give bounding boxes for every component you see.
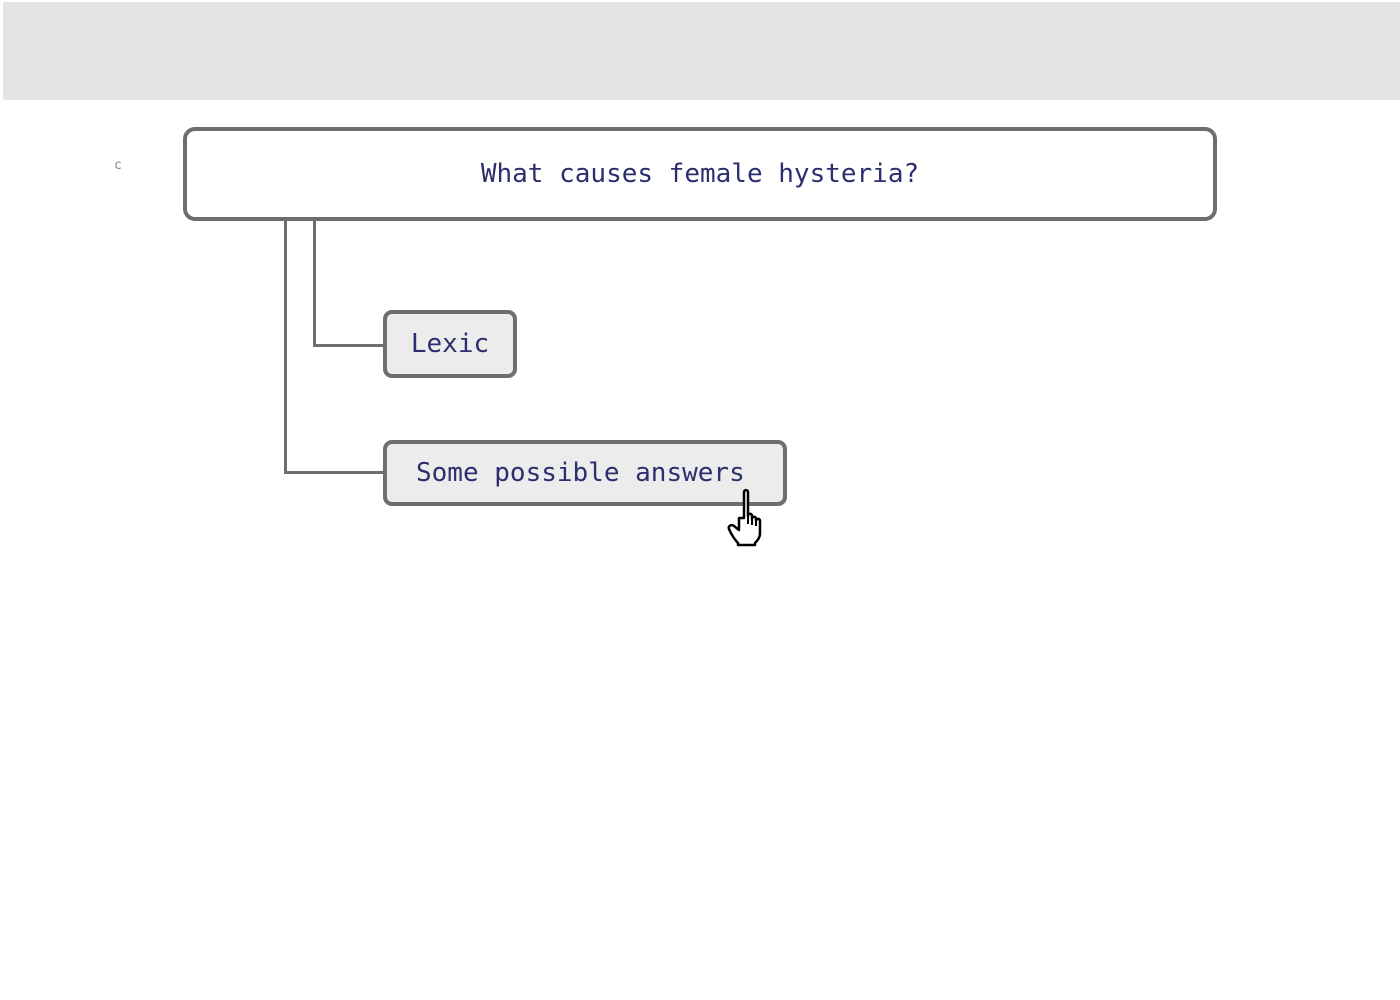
connector-line (284, 471, 385, 474)
child-node-label: Some possible answers (416, 458, 745, 488)
connector-line (313, 219, 316, 347)
child-node-label: Lexic (410, 329, 490, 359)
connector-line (313, 344, 385, 347)
mindmap-child-node-answers[interactable]: Some possible answers (383, 440, 787, 506)
connector-line (284, 219, 287, 474)
side-marker: c (114, 158, 122, 173)
root-node-label: What causes female hysteria? (480, 159, 920, 189)
toolbar-area (3, 2, 1400, 100)
mindmap-root-node[interactable]: What causes female hysteria? (183, 127, 1217, 221)
hand-pointer-icon (727, 488, 762, 547)
mindmap-child-node-lexic[interactable]: Lexic (383, 310, 517, 378)
